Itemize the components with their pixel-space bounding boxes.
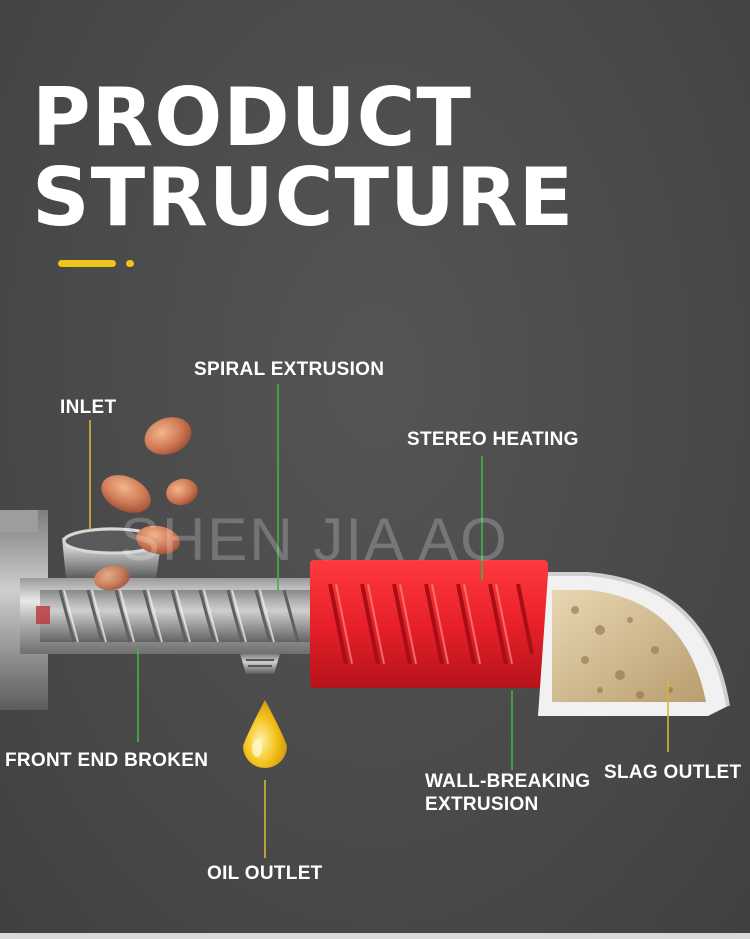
accent-dot bbox=[126, 260, 134, 267]
label-stereo-heating: STEREO HEATING bbox=[407, 429, 579, 450]
footer-divider bbox=[0, 933, 750, 939]
label-slag-outlet: SLAG OUTLET bbox=[604, 762, 742, 783]
accent-bar bbox=[58, 260, 116, 267]
heater-sleeve bbox=[310, 560, 548, 688]
housing-flange bbox=[0, 510, 38, 532]
label-inlet: INLET bbox=[60, 397, 117, 418]
peanut-kernels bbox=[94, 417, 198, 591]
label-spiral-extrusion: SPIRAL EXTRUSION bbox=[194, 359, 385, 380]
leader-lines bbox=[89, 384, 669, 858]
label-wall-breaking-extrusion-line1: WALL-BREAKING bbox=[425, 771, 591, 792]
watermark-text: SHEN JIA AO bbox=[120, 506, 509, 573]
title-line-product: PRODUCT bbox=[32, 71, 472, 164]
screw-threads bbox=[58, 589, 300, 643]
slag-fill bbox=[552, 590, 706, 702]
heater-screw bbox=[328, 583, 534, 665]
oil-drain bbox=[240, 654, 280, 674]
label-front-end-broken: FRONT END BROKEN bbox=[5, 750, 209, 771]
title-line-structure: STRUCTURE bbox=[32, 151, 575, 244]
label-oil-outlet: OIL OUTLET bbox=[207, 863, 323, 884]
label-wall-breaking-extrusion-line2: EXTRUSION bbox=[425, 794, 539, 815]
oil-drop-icon bbox=[243, 700, 287, 768]
red-marker bbox=[36, 606, 50, 624]
